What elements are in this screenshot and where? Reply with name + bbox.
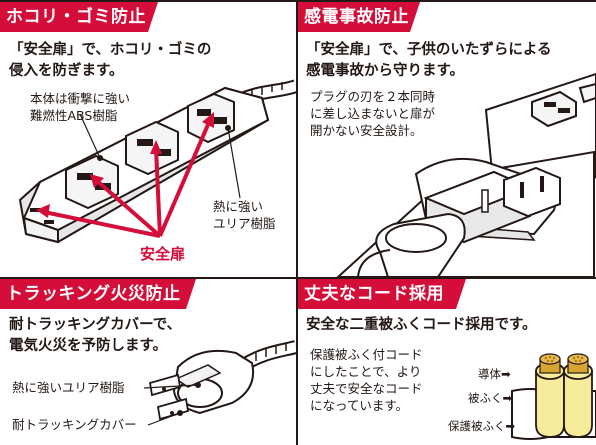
headline-line-1: 安全な二重被ふくコード採用です。 bbox=[306, 317, 537, 333]
headline-line-1: 「安全扉」で、子供のいたずらによる bbox=[306, 42, 552, 58]
plug-cover-illustration bbox=[143, 340, 296, 426]
headline-line-2: 感電事故から守ります。 bbox=[306, 63, 465, 79]
note-desc-line-1: 保護被ふく付コード bbox=[310, 347, 423, 362]
panel-title: 感電事故防止 bbox=[298, 2, 409, 32]
divider-horizontal-top bbox=[0, 0, 596, 2]
note-urea: 熱に強いユリア樹脂 bbox=[12, 380, 125, 395]
divider-horizontal-middle bbox=[0, 277, 596, 279]
power-strip-illustration bbox=[18, 79, 296, 244]
note-desc-line-2: にしたことで、より bbox=[310, 364, 422, 379]
note-design-line-3: 開かない安全設計。 bbox=[310, 123, 423, 138]
label-conductor: 導体➡ bbox=[478, 367, 511, 381]
safety-door-arrows bbox=[36, 112, 214, 238]
note-abs-line-2: 難燃性ABS樹脂 bbox=[30, 108, 118, 123]
panel-title: 丈夫なコード採用 bbox=[298, 279, 444, 309]
headline-line-2: 侵入を防ぎます。 bbox=[9, 63, 124, 79]
note-desc-line-4: になっています。 bbox=[310, 398, 409, 413]
safety-door-label: 安全扉 bbox=[140, 245, 186, 263]
double-insulated-cord-illustration bbox=[511, 353, 596, 440]
headline-line-1: 耐トラッキングカバーで、 bbox=[9, 317, 182, 333]
note-urea-line-1: 熱に強い bbox=[213, 199, 264, 214]
headline-line-1: 「安全扉」で、ホコリ・ゴミの bbox=[9, 42, 212, 58]
panel-dust-prevention: ホコリ・ゴミ防止 「安全扉」で、ホコリ・ゴミの 侵入を防ぎます。 bbox=[0, 2, 296, 277]
note-abs-line-1: 本体は衝撃に強い bbox=[30, 91, 131, 106]
headline-line-2: 電気火災を予防します。 bbox=[9, 338, 168, 354]
panel-title: ホコリ・ゴミ防止 bbox=[0, 2, 146, 32]
note-desc-line-3: 丈夫で安全なコード bbox=[310, 381, 423, 396]
panel-tracking-fire-prevention: トラッキング火災防止 耐トラッキングカバーで、 電気火災を予防します。 熱に強い… bbox=[0, 279, 296, 445]
note-design-line-2: に差し込まないと扉が bbox=[310, 106, 436, 121]
panel-shock-prevention: 感電事故防止 「安全扉」で、子供のいたずらによる 感電事故から守ります。 プラグ… bbox=[298, 2, 596, 277]
side-outlet bbox=[30, 208, 54, 224]
outlet-2 bbox=[125, 120, 179, 176]
panel-durable-cord: 丈夫なコード採用 安全な二重被ふくコード採用です。 保護被ふく付コード にしたこ… bbox=[298, 279, 596, 445]
note-design-line-1: プラグの刃を２本同時 bbox=[310, 89, 436, 104]
divider-vertical bbox=[296, 0, 298, 445]
label-insulation: 被ふく➡ bbox=[468, 391, 513, 405]
note-urea-line-2: ユリア樹脂 bbox=[213, 216, 276, 231]
note-cover: 耐トラッキングカバー bbox=[12, 417, 137, 432]
label-protective-sheath: 保護被ふく➡ bbox=[448, 419, 516, 433]
plug-insertion-illustration bbox=[336, 72, 596, 277]
panel-title: トラッキング火災防止 bbox=[0, 279, 181, 309]
